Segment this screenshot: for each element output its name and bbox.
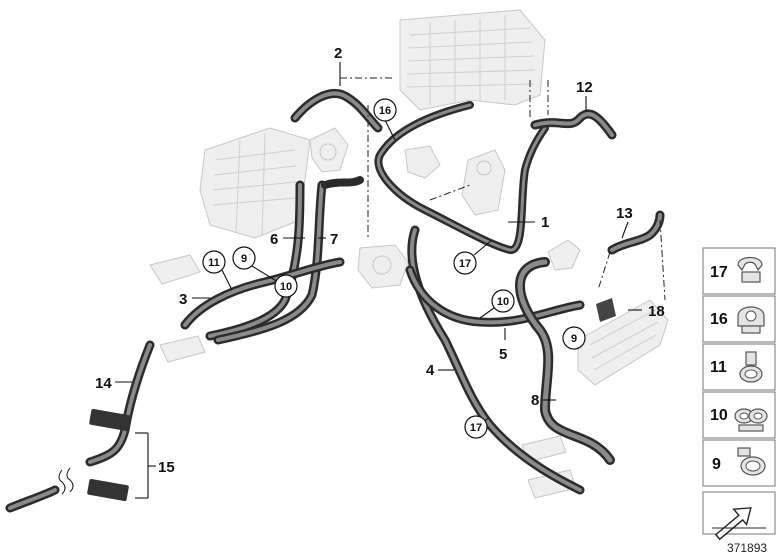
circled-callout-17a: 17 (453, 251, 477, 275)
legend-item-16: 16 (702, 295, 776, 343)
callout-1: 1 (541, 214, 549, 231)
leader-lines (115, 62, 642, 499)
hose-13 (607, 210, 665, 255)
sensor-ghost (547, 239, 581, 271)
legend-item-9: 9 (702, 439, 776, 487)
hose-12 (530, 109, 617, 140)
intake-manifold-ghost (399, 9, 546, 111)
orientation-arrow-icon (712, 507, 766, 541)
clip-17-icon (737, 256, 763, 283)
part-18-clip (596, 298, 616, 322)
legend-label-9: 9 (712, 456, 721, 473)
callout-5: 5 (499, 346, 507, 363)
callout-13: 13 (616, 205, 633, 222)
callout-14: 14 (95, 375, 112, 392)
legend-label-10: 10 (710, 407, 728, 424)
hose-3 (180, 257, 345, 330)
circled-label-17a: 17 (459, 258, 471, 270)
circled-label-10a: 10 (280, 281, 292, 293)
circled-label-9a: 9 (241, 253, 247, 265)
callout-6: 6 (270, 231, 278, 248)
hose-1 (374, 101, 549, 254)
circled-callout-10a: 10 (274, 274, 298, 298)
clip-9-icon (737, 447, 766, 476)
assembly-lines (340, 77, 666, 301)
thermostat-ghost (309, 127, 349, 173)
hose-14 (85, 340, 155, 467)
circled-callout-11: 11 (202, 250, 226, 274)
heat-exchanger-ghost (577, 299, 669, 386)
callout-2: 2 (334, 45, 342, 62)
hose-6-7 (205, 176, 364, 345)
circled-callout-9a: 9 (232, 246, 256, 270)
pump-ghost-upper (404, 145, 441, 179)
hose-8 (515, 257, 615, 465)
hose-5 (405, 265, 585, 327)
legend-item-17: 17 (702, 247, 776, 295)
circled-callout-16: 16 (373, 98, 397, 122)
legend-item-10: 10 (702, 391, 776, 439)
callout-8: 8 (531, 392, 539, 409)
callout-12: 12 (576, 79, 593, 96)
circled-label-11: 11 (208, 257, 220, 269)
callout-7: 7 (330, 231, 338, 248)
legend-arrow-box (702, 491, 776, 541)
callout-15: 15 (158, 459, 175, 476)
engine-module-ghost (199, 127, 311, 239)
legend: 17 16 11 10 (702, 247, 776, 541)
callout-4: 4 (426, 362, 435, 379)
legend-label-11: 11 (710, 359, 727, 376)
circled-label-17b: 17 (470, 422, 482, 434)
legend-label-17: 17 (710, 264, 728, 281)
callout-3: 3 (179, 291, 187, 308)
bracket-ghosts (149, 254, 577, 499)
legend-label-16: 16 (710, 311, 728, 328)
circled-callout-17b: 17 (464, 415, 488, 439)
circled-callout-10b: 10 (491, 289, 515, 313)
clip-11-icon (739, 351, 763, 383)
water-pump-ghost (357, 244, 409, 289)
hose-2 (290, 89, 383, 133)
clip-15-parts (87, 408, 131, 502)
hose-15-end (5, 467, 74, 513)
valve-ghost (461, 149, 506, 216)
callout-18: 18 (648, 303, 665, 320)
legend-item-11: 11 (702, 343, 776, 391)
circled-label-16: 16 (379, 105, 391, 117)
clip-10-icon (734, 408, 768, 432)
circled-callout-9b: 9 (562, 326, 586, 350)
drawing-number: 371893 (727, 541, 767, 555)
clip-16-icon (737, 306, 765, 334)
circled-label-9b: 9 (571, 333, 577, 345)
circled-label-10b: 10 (497, 296, 509, 308)
